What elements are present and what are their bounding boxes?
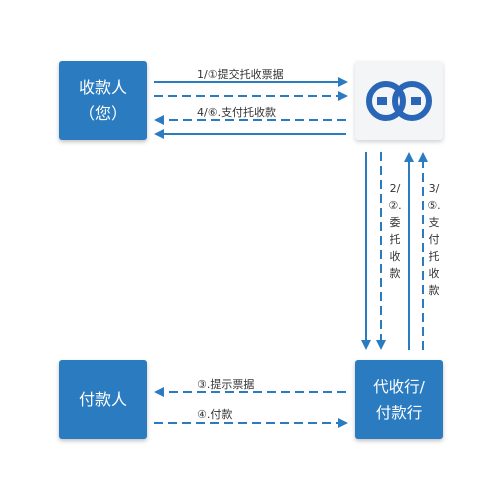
edge-label-present: ③.提示票据 — [197, 378, 255, 391]
linked-rings-logo-icon — [366, 81, 432, 121]
payer-node: 付款人 — [59, 360, 147, 439]
edge-label-pay-back: 3/⑤.支付托收款 — [427, 182, 441, 297]
payee-sublabel: （您） — [78, 103, 127, 123]
bank-label-line1: 代收行/ — [373, 377, 425, 396]
payer-label: 付款人 — [78, 389, 127, 409]
edge-label-submit: 1/①提交托收票据 — [197, 68, 284, 81]
edge-label-payment: ④.付款 — [197, 408, 233, 421]
bank-label-line2: 付款行 — [375, 403, 423, 422]
edge-label-entrust: 2/②.委托收款 — [388, 182, 402, 280]
bank-logo-node — [355, 61, 443, 140]
bank-node: 代收行/ 付款行 — [355, 360, 443, 439]
payee-node: 收款人 （您） — [59, 61, 147, 140]
payee-label: 收款人 — [78, 77, 127, 97]
edge-label-pay-collection: 4/⑥.支付托收款 — [197, 106, 277, 119]
